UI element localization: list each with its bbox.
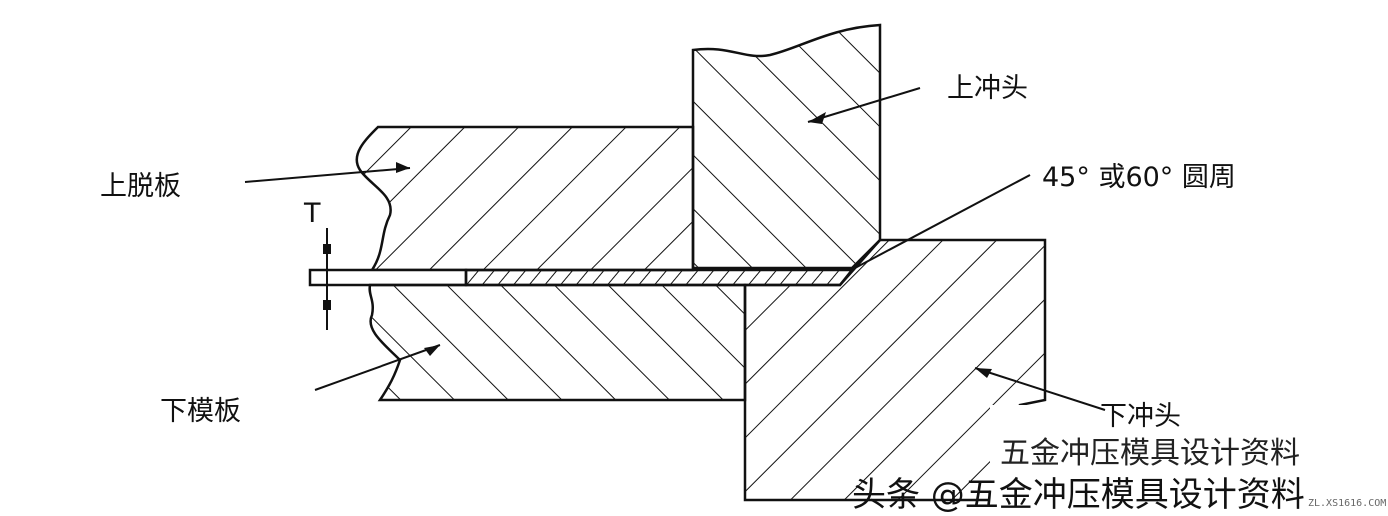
watermark-site-url: ZL.XS1616.COM: [1308, 498, 1386, 509]
label-upper-stripper: 上脱板: [100, 171, 181, 202]
leader-lines: [244, 87, 1106, 411]
arrowhead: [975, 368, 992, 378]
label-lower-die: 下模板: [160, 396, 241, 427]
label-upper-punch: 上冲头: [947, 73, 1028, 104]
label-thickness: T: [303, 198, 321, 229]
thickness-dimension: [323, 228, 331, 330]
watermark-line1: 五金冲压模具设计资料: [1000, 436, 1300, 471]
upper-stripper-plate: [355, 125, 695, 272]
arrowhead: [396, 162, 410, 173]
lower-punch: [743, 238, 1047, 502]
label-chamfer: 45° 或60° 圆周: [1042, 162, 1236, 193]
arrowhead: [808, 112, 826, 124]
watermark-line2: 头条 @五金冲压模具设计资料: [852, 475, 1305, 515]
lower-die-plate: [368, 283, 747, 402]
label-lower-punch: 下冲头: [1100, 401, 1181, 432]
background-mask: [990, 405, 1388, 516]
strip-material: [464, 268, 855, 287]
strip-blank: [308, 268, 468, 287]
arrowhead: [424, 345, 440, 356]
upper-punch: [691, 23, 882, 270]
